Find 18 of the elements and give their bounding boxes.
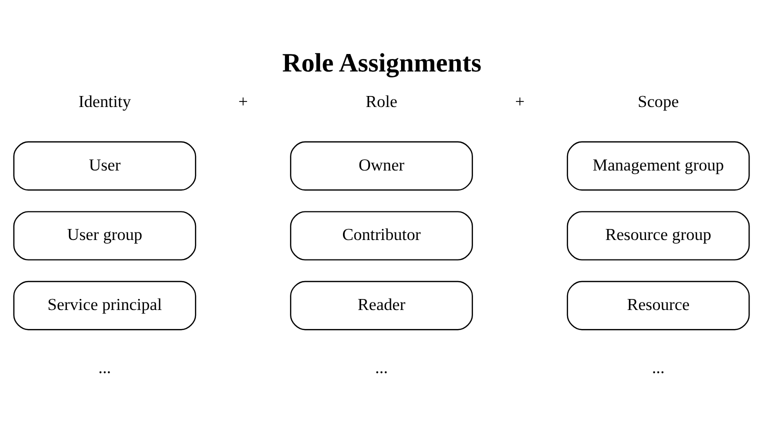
label: ... bbox=[652, 358, 665, 377]
label: Role bbox=[366, 92, 398, 111]
node-box: User group bbox=[13, 210, 196, 260]
node-box: Owner bbox=[290, 140, 473, 190]
label: ... bbox=[375, 358, 388, 377]
node-box: Service principal bbox=[13, 280, 196, 330]
node-box: Resource bbox=[566, 280, 750, 330]
node-box: Contributor bbox=[290, 210, 473, 260]
node-box: Reader bbox=[290, 280, 473, 330]
node-box: Management group bbox=[566, 140, 750, 190]
label: + bbox=[515, 92, 525, 111]
label: Identity bbox=[78, 92, 131, 111]
diagram-title: Role Assignments bbox=[282, 47, 482, 78]
label: Scope bbox=[638, 92, 679, 111]
label: ... bbox=[98, 358, 112, 377]
label: + bbox=[238, 92, 248, 111]
node-box: User bbox=[13, 140, 196, 190]
node-box: Resource group bbox=[566, 210, 750, 260]
